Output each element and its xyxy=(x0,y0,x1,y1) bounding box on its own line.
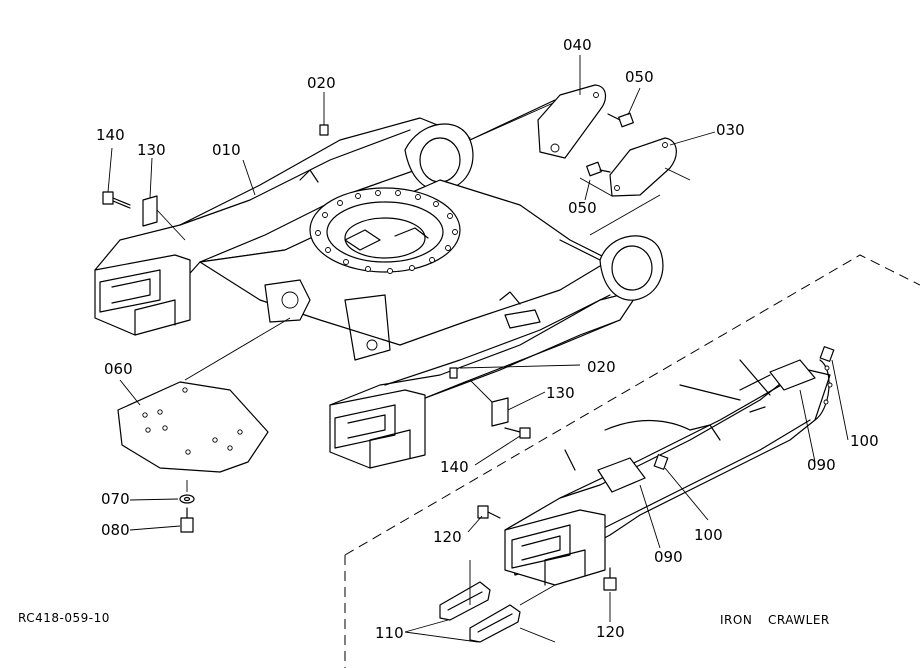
callout-090-right: 090 xyxy=(807,456,836,474)
callout-030: 030 xyxy=(716,121,745,139)
callout-120-bottom: 120 xyxy=(596,623,625,641)
callout-100-mid: 100 xyxy=(694,526,723,544)
callout-090-mid: 090 xyxy=(654,548,683,566)
callout-020-top: 020 xyxy=(307,74,336,92)
leader-lines xyxy=(107,55,849,643)
bolt-140-left xyxy=(102,191,131,209)
callout-130-right: 130 xyxy=(546,384,575,402)
bolt-120-left xyxy=(477,505,501,519)
callout-040: 040 xyxy=(563,36,592,54)
iron-crawler-boundary xyxy=(344,254,920,668)
under-cover-060 xyxy=(117,317,291,473)
guard-030 xyxy=(579,137,691,197)
track-frame-010 xyxy=(94,99,664,469)
bolt-120-bottom xyxy=(603,567,617,591)
plate-130-right xyxy=(469,379,509,427)
ring-bolt-holes xyxy=(315,190,458,274)
callout-140-right: 140 xyxy=(440,458,469,476)
plate-130-left xyxy=(142,195,186,241)
bolt-140-right xyxy=(504,427,531,439)
drawing-code: RC418-059-10 xyxy=(18,611,110,625)
callout-140-left: 140 xyxy=(96,126,125,144)
callout-060: 060 xyxy=(104,360,133,378)
bolt-080 xyxy=(180,507,194,533)
title-word-crawler: CRAWLER xyxy=(768,613,830,627)
callout-labels: 010 020 020 030 040 050 050 060 070 080 … xyxy=(96,36,879,642)
washer-070 xyxy=(179,494,195,504)
callout-050-top: 050 xyxy=(625,68,654,86)
callout-130-left: 130 xyxy=(137,141,166,159)
title-word-iron: IRON xyxy=(720,613,752,627)
callout-010: 010 xyxy=(212,141,241,159)
bolt-050-top xyxy=(607,112,634,128)
callout-050-bottom: 050 xyxy=(568,199,597,217)
bolt-050-bottom xyxy=(586,161,611,177)
callout-100-right: 100 xyxy=(850,432,879,450)
callout-110: 110 xyxy=(375,624,404,642)
callout-080: 080 xyxy=(101,521,130,539)
callout-120-left: 120 xyxy=(433,528,462,546)
callout-070: 070 xyxy=(101,490,130,508)
callout-020-mid: 020 xyxy=(587,358,616,376)
shoe-plates-110 xyxy=(439,560,556,643)
guard-040 xyxy=(537,84,606,159)
